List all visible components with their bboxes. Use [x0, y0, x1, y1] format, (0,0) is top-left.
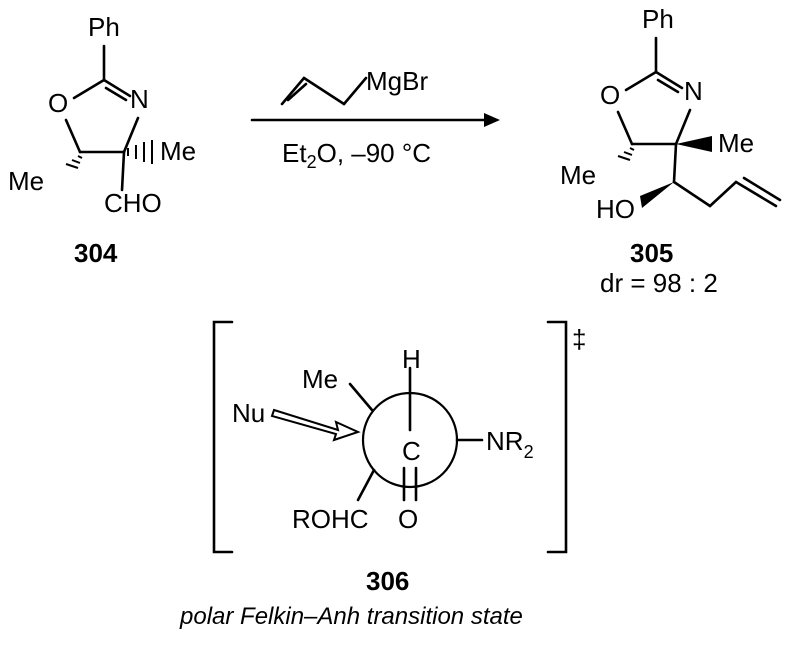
nitrogen-label-305: N: [684, 76, 703, 106]
compound-304: Ph O N Me Me CHO 304: [8, 12, 196, 268]
hashed-bond-me-right-304: [127, 140, 153, 164]
nucleophile-attack-arrow: [270, 408, 361, 442]
o-c5-bond-305: [616, 110, 634, 146]
n-c4-bond-305: [674, 108, 692, 146]
oxygen-label-304: O: [48, 88, 68, 118]
c2-o-bond-305: [624, 70, 658, 92]
o-c5-bond-304: [64, 118, 82, 154]
c2-n-double-a-304: [102, 78, 132, 98]
diastereomeric-ratio: dr = 98 : 2: [600, 268, 718, 298]
oxygen-label-305: O: [600, 80, 620, 110]
c2-n-double-b-305: [656, 78, 680, 94]
methyl-left-305: Me: [560, 160, 596, 190]
aldehyde-label-304: CHO: [104, 188, 162, 218]
chain-bond-3: [734, 180, 778, 208]
c2-n-double-a-305: [654, 70, 684, 90]
wedge-bond-me-305: [676, 136, 712, 152]
n-c4-bond-304: [122, 116, 140, 154]
transition-state-306: ‡ H C O Me NR2 ROHC Nu 306 polar Felkin–…: [179, 320, 586, 630]
left-bracket: [212, 320, 234, 554]
allyl-bond-1: [280, 76, 306, 106]
grignard-label: MgBr: [366, 66, 428, 96]
hashed-bond-me-305: [617, 147, 635, 161]
reaction-arrow-head: [484, 113, 500, 127]
amine-label: NR2: [486, 426, 534, 462]
hydroxyl-label-305: HO: [596, 194, 635, 224]
reaction-arrow-group: MgBr Et2O, –90 °C: [250, 66, 500, 172]
hydrogen-label: H: [402, 344, 421, 374]
compound-number-305: 305: [630, 238, 673, 268]
compound-305: Ph O N Me Me HO 305 dr = 98 : 2: [560, 4, 782, 298]
chain-bond-1: [672, 180, 712, 208]
methyl-right-304: Me: [160, 136, 196, 166]
c2-o-bond-304: [72, 78, 106, 100]
allyl-bond-3: [342, 76, 368, 106]
allyl-bond-1b: [286, 82, 308, 102]
back-bond-me: [348, 382, 374, 412]
back-bond-rohc: [356, 468, 376, 502]
dagger-symbol: ‡: [572, 324, 586, 354]
rohc-label: ROHC: [292, 504, 369, 534]
compound-number-306: 306: [366, 566, 409, 596]
chain-bond-2: [708, 180, 738, 208]
c4-carbinol-bond-305: [672, 142, 678, 184]
nitrogen-label-304: N: [130, 84, 149, 114]
chain-bond-3b: [742, 176, 782, 202]
nucleophile-label: Nu: [232, 398, 265, 428]
methyl-label-ts: Me: [302, 364, 338, 394]
c2-n-double-b-304: [104, 86, 128, 102]
allyl-bond-2: [302, 76, 346, 106]
methyl-right-305: Me: [718, 128, 754, 158]
hashed-bond-me-304: [65, 155, 83, 169]
wedge-bond-oh-305: [640, 182, 674, 208]
c4-cho-bond-304: [120, 150, 126, 192]
phenyl-label-304: Ph: [88, 12, 120, 42]
conditions-label: Et2O, –90 °C: [282, 138, 431, 172]
methyl-left-304: Me: [8, 166, 44, 196]
carbonyl-oxygen-label: O: [398, 504, 418, 534]
compound-number-304: 304: [74, 238, 118, 268]
transition-state-caption: polar Felkin–Anh transition state: [179, 603, 523, 630]
right-bracket: [546, 320, 568, 554]
carbon-label: C: [402, 436, 421, 466]
phenyl-label-305: Ph: [642, 4, 674, 34]
